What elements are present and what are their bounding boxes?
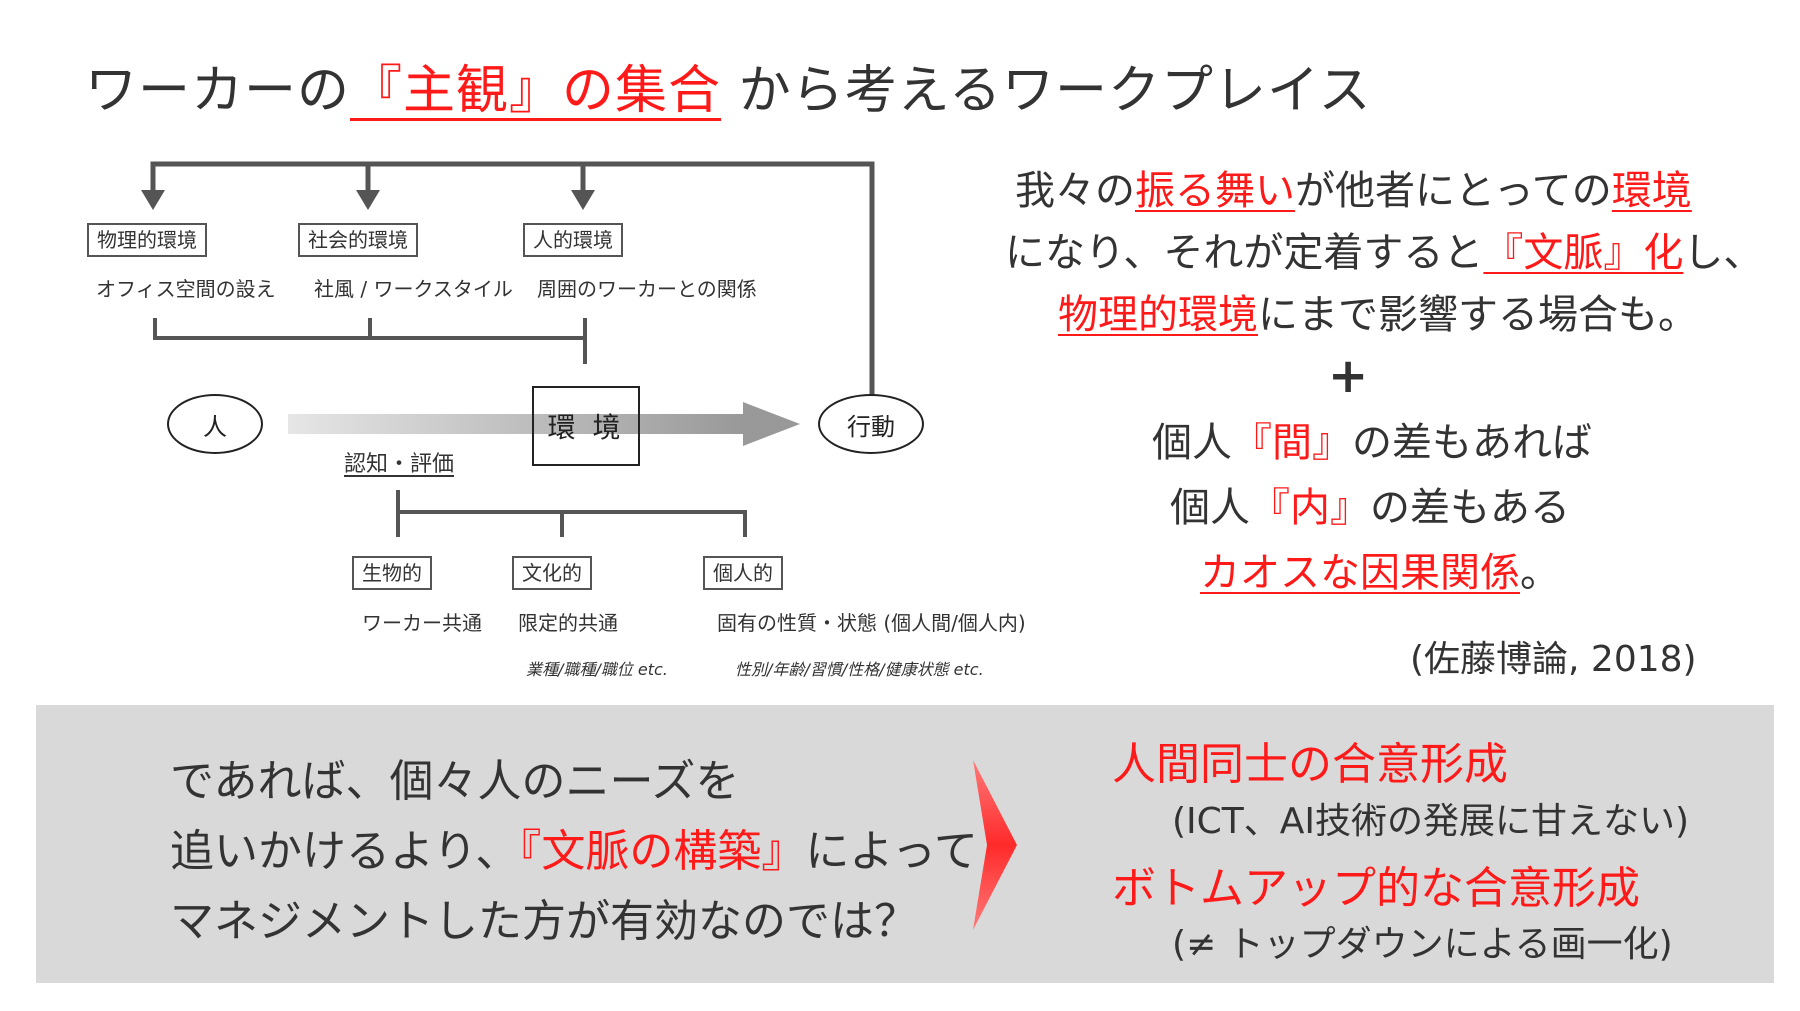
env-human-label: 人的環境 [523,223,623,257]
lower-bracket [396,490,747,537]
factor-personal-label: 個人的 [703,556,783,590]
factor-biological-sub: ワーカー共通 [362,611,482,635]
upper-bracket [153,318,587,364]
panel-right-heading-2: ボトムアップ的な合意形成 [1112,863,1640,914]
text-becomes: になり、それが定着すると [1005,230,1484,276]
env-physical-label: 物理的環境 [87,223,207,257]
env-social-sub: 社風 / ワークスタイル [314,277,513,301]
highlight-behavior: 振る舞い [1135,168,1295,214]
text-differences-2: の差もある [1370,485,1570,531]
factor-personal-sub: 固有の性質・状態 (個人間/個人内) [717,611,1026,635]
panel-left-line-2: 追いかけるより、『文脈の構築』によって [170,815,978,879]
factor-biological-label: 生物的 [352,556,432,590]
cognition-label: 認知・評価 [344,452,455,477]
plus-sign: + [1328,348,1369,404]
highlight-contextualize: 『文脈』化 [1483,230,1684,276]
highlight-context-building: 『文脈の構築』 [519,826,806,877]
panel-right-sub-2: (≠ トップダウンによる画一化) [1172,924,1673,965]
explanation-line-6: カオスな因果関係。 [1200,540,1560,598]
text-period: 。 [1520,550,1560,596]
slide-title: ワーカーの『主観』の集合 から考えるワークプレイス [85,48,1371,123]
title-prefix: ワーカーの [85,61,351,121]
explanation-line-4: 個人『間』の差もあれば [1152,410,1592,468]
action-node: 行動 [818,394,924,454]
highlight-environment: 環境 [1611,168,1692,214]
factor-cultural-examples: 業種/職種/職位 etc. [526,660,668,679]
environment-node: 環 境 [532,386,640,466]
text-individual-2: 個人 [1170,485,1250,531]
highlight-between: 『間』 [1232,420,1352,466]
factor-personal-examples: 性別/年齢/習慣/性格/健康状態 etc. [735,660,984,679]
text-for-others: が他者にとっての [1295,168,1612,214]
explanation-line-3: 物理的環境にまで影響する場合も。 [1058,282,1698,340]
highlight-physical-env: 物理的環境 [1058,292,1258,338]
env-physical-sub: オフィス空間の設え [96,277,276,301]
title-accent: 『主観』の集合 [350,61,722,121]
citation: (佐藤博論, 2018) [1410,639,1697,680]
text-influence: にまで影響する場合も。 [1258,292,1698,338]
person-node: 人 [167,394,263,454]
explanation-line-1: 我々の振る舞いが他者にとっての環境 [1015,158,1692,216]
factor-cultural-sub: 限定的共通 [518,611,618,635]
feedback-arrowheads [141,190,595,210]
text-and: し、 [1683,230,1764,276]
highlight-within: 『内』 [1250,485,1370,531]
conclusion-panel [36,705,1774,983]
factor-cultural-label: 文化的 [512,556,592,590]
panel-right-heading-1: 人間同士の合意形成 [1112,739,1508,790]
text-chase: 追いかけるより、 [170,826,520,877]
panel-arrow-icon [973,760,1017,930]
env-human-sub: 周囲のワーカーとの関係 [537,277,757,301]
text-individual-1: 個人 [1152,420,1232,466]
panel-left-line-1: であれば、個々人のニーズを [170,756,740,807]
env-social-label: 社会的環境 [298,223,418,257]
title-suffix: から考えるワークプレイス [738,61,1372,121]
panel-right-sub-1: (ICT、AI技術の発展に甘えない) [1172,801,1690,842]
panel-left-line-3: マネジメントした方が有効なのでは？ [170,896,918,947]
explanation-line-2: になり、それが定着すると『文脈』化し、 [1005,220,1763,278]
text-differences-1: の差もあれば [1352,420,1592,466]
text-we: 我々の [1015,168,1135,214]
highlight-chaotic-causality: カオスな因果関係 [1200,550,1520,596]
explanation-line-5: 個人『内』の差もある [1170,475,1570,533]
text-by: によって [805,826,978,877]
